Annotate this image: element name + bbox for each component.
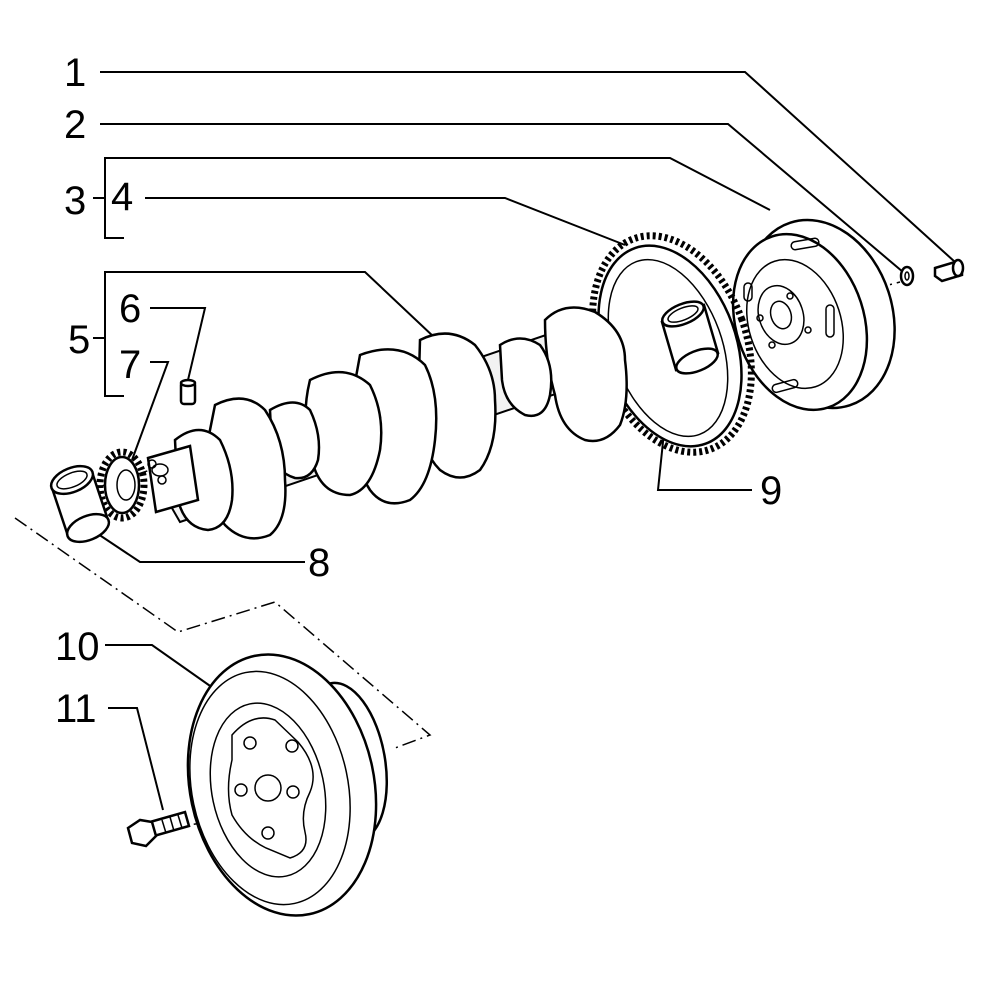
front-bushing [49, 464, 111, 544]
timing-gear [96, 448, 148, 522]
callout-3: 3 [64, 179, 86, 223]
dowel-pin [179, 378, 197, 406]
callout-5: 5 [68, 318, 90, 362]
flywheel-screw [933, 258, 965, 283]
flywheel [731, 218, 896, 412]
pulley [186, 653, 389, 917]
rear-bushing [660, 300, 720, 375]
callout-2: 2 [64, 103, 86, 147]
callout-4: 4 [111, 175, 133, 219]
callout-1: 1 [64, 51, 86, 95]
callout-6: 6 [119, 287, 141, 331]
washer [899, 265, 915, 287]
callout-7: 7 [119, 343, 141, 387]
callout-labels: 1 2 3 4 5 6 7 8 9 10 11 [55, 51, 782, 731]
callout-9: 9 [760, 469, 782, 513]
leader-lines [93, 71, 956, 811]
callout-10: 10 [55, 625, 100, 669]
crankshaft [146, 306, 628, 540]
callout-11: 11 [55, 687, 97, 731]
pulley-bolt [126, 810, 191, 848]
callout-8: 8 [308, 541, 330, 585]
